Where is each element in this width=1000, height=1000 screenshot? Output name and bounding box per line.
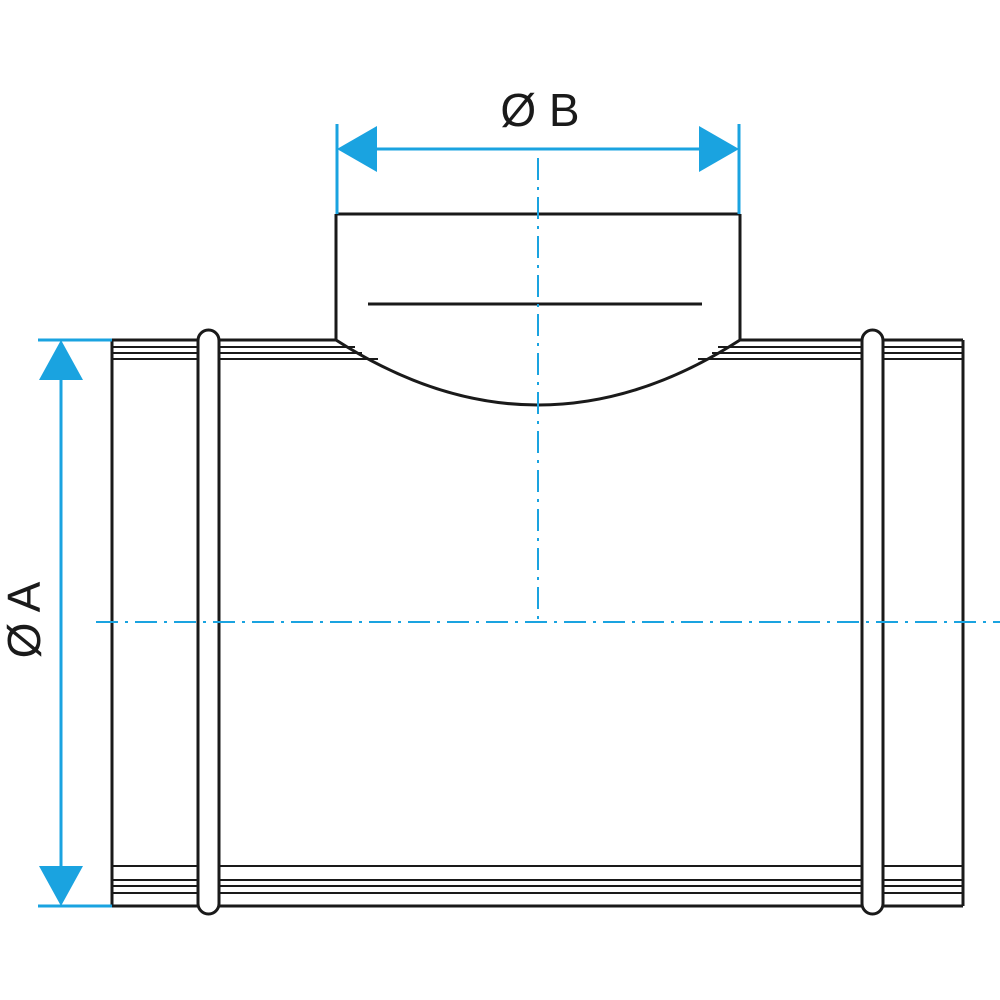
dimension-a-arrow-bottom [39,866,83,906]
dimension-a-arrow-top [39,340,83,380]
top-seam-lines [112,346,963,360]
dimension-b-arrow-right [699,126,739,172]
dimension-a [38,338,112,908]
dimension-b-arrow-left [337,126,377,172]
bottom-seam-lines [112,865,963,894]
center-lines [96,158,1000,623]
dimension-b-label: Ø B [500,84,579,136]
dimension-a-label: Ø A [0,581,50,658]
dimension-b [335,124,741,214]
